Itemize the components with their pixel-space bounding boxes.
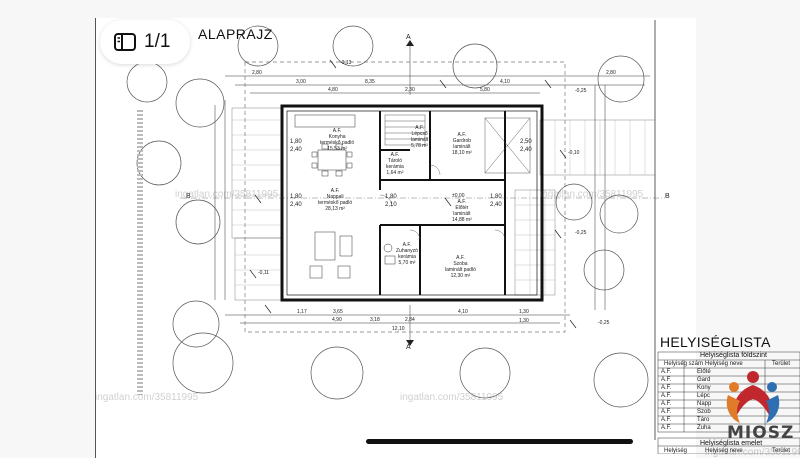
table-row: Táro [697, 417, 710, 423]
dimension-label: 4,10 [500, 79, 510, 85]
upper-floor-table-title: Helyiséglista emelet [700, 440, 763, 447]
section-mark: A [406, 344, 411, 351]
dimension-label: 4,80 [328, 87, 338, 93]
dimension-label: 8,35 [365, 79, 375, 85]
watermark: ingatlan.com/35811995 [175, 189, 279, 200]
logo-text: MIOSZ [727, 423, 795, 443]
table-row: A.F. [661, 425, 672, 431]
watermark: ingatlan.com/35811995 [540, 189, 644, 200]
dimension-label: 3,00 [296, 79, 306, 85]
dimension-label: 12,10 [392, 326, 405, 332]
page-view-icon [114, 33, 136, 51]
table-row: Előté [697, 369, 711, 375]
table-row: A.F. [661, 409, 672, 415]
level-label: ±0,00 [452, 193, 465, 199]
dimension-label: 2,30 [405, 87, 415, 93]
watermark: ingatlan.com/35811995 [95, 392, 199, 403]
table-header: Terület [772, 448, 791, 454]
dimension-label: 2,84 [405, 317, 415, 323]
door-label: 1,80 2,10 [385, 194, 397, 208]
dimension-label: 2,80 [252, 70, 262, 76]
watermark: ingatlan.com/35811995 [705, 447, 800, 458]
dimension-label: 2,80 [606, 70, 616, 76]
dimension-label: 5,80 [480, 87, 490, 93]
table-row: Zuha [697, 425, 711, 431]
level-label: -0,25 [575, 230, 587, 236]
door-label: 1,80 2,40 [290, 139, 302, 153]
section-mark: B [186, 193, 191, 200]
level-label: -0,10 [568, 150, 580, 156]
dimension-label: 1,30 [519, 309, 529, 315]
table-row: A.F. [661, 385, 672, 391]
dimension-label: 4,90 [332, 317, 342, 323]
table-row: Lépc [697, 393, 711, 399]
dimension-label: 3,18 [370, 317, 380, 323]
level-label: -0,13 [340, 60, 352, 66]
watermark: ingatlan.com/35811995 [400, 392, 504, 403]
table-header: Helyiség szám [664, 361, 704, 367]
page-indicator[interactable]: 1/1 [100, 20, 190, 64]
drawing-sheet [95, 18, 696, 458]
page-number: 1/1 [144, 31, 171, 52]
table-header: Terület [772, 361, 791, 367]
level-label: -0,11 [258, 270, 270, 276]
drawing-title: ALAPRAJZ [198, 26, 273, 42]
table-header: Helyiség neve [705, 448, 743, 454]
level-label: -0,25 [598, 320, 610, 326]
section-mark: A [406, 34, 411, 41]
dimension-label: 1,17 [297, 309, 307, 315]
miosz-logo-icon [726, 371, 780, 423]
room-schedule-heading: HELYISÉGLISTA [660, 334, 771, 350]
door-label: 1,80 2,40 [290, 194, 302, 208]
table-row: Szob [697, 409, 711, 415]
ground-floor-table-title: Helyiséglista földszint [700, 352, 767, 359]
table-header: Helyiség neve [705, 361, 743, 367]
level-label: -0,25 [575, 88, 587, 94]
table-row: Kony [697, 385, 711, 391]
table-row: A.F. [661, 393, 672, 399]
door-label: 1,80 2,40 [490, 194, 502, 208]
table-row: Gard [697, 377, 711, 383]
table-row: A.F. [661, 417, 672, 423]
table-row: A.F. [661, 377, 672, 383]
home-indicator-bar[interactable] [366, 439, 633, 444]
door-label: 2,50 2,40 [520, 139, 532, 153]
table-row: Napp [697, 401, 712, 407]
table-row: A.F. [661, 401, 672, 407]
section-mark: B [665, 193, 670, 200]
dimension-label: 3,65 [333, 309, 343, 315]
dimension-label: 1,30 [519, 318, 529, 324]
dimension-label: 4,10 [458, 309, 468, 315]
table-row: A.F. [661, 369, 672, 375]
table-header: Helyiség [664, 448, 688, 454]
